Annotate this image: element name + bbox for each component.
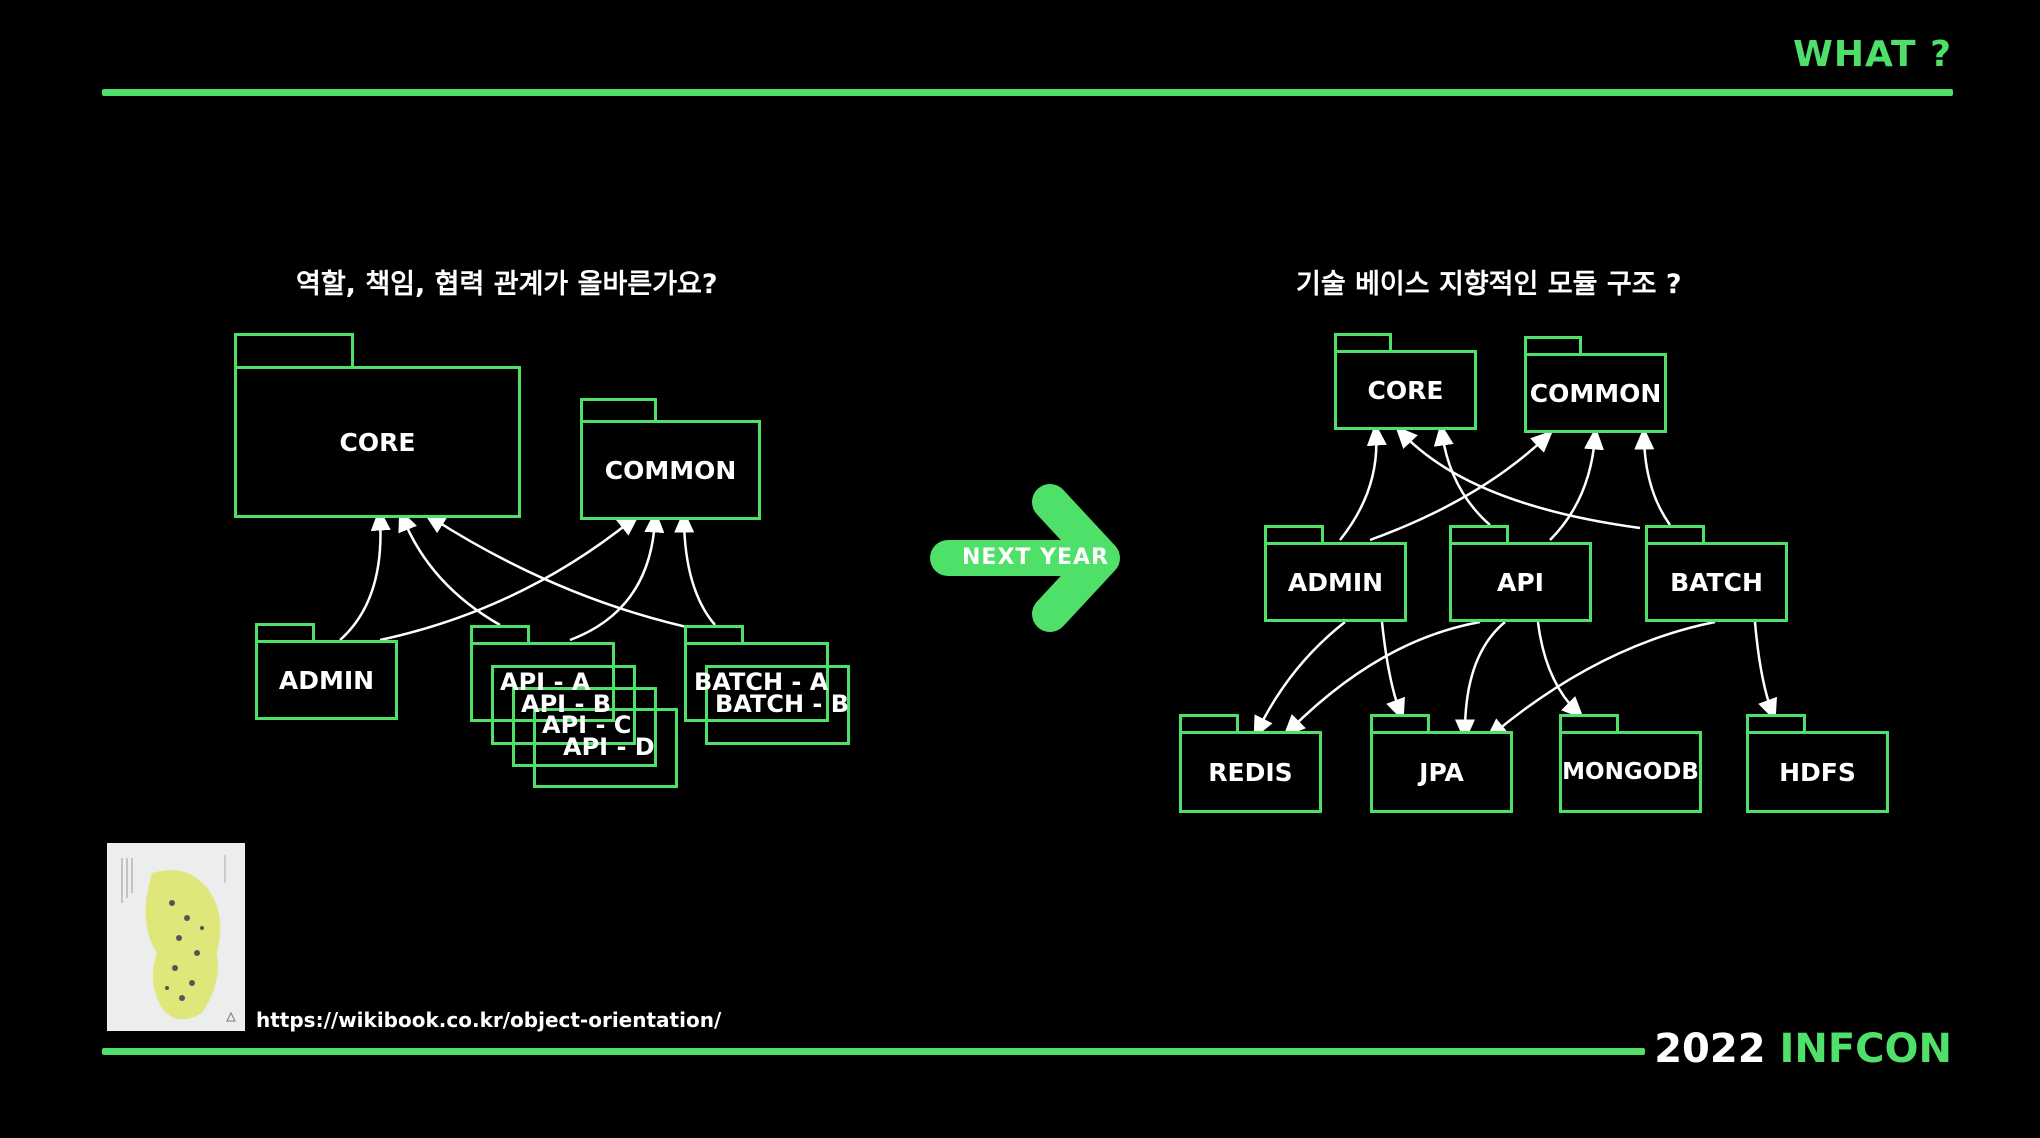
arrow-api-common [569, 510, 665, 642]
api-b-package [491, 665, 636, 745]
arrow-rbatch-jpa [1485, 620, 1716, 741]
next-year-arrow [930, 484, 1120, 632]
api-a-label: API - A [500, 668, 591, 696]
arrow-rapi-common [1549, 427, 1604, 541]
arrow-rbatch-common [1634, 427, 1672, 526]
r-redis-package-label: REDIS [1208, 757, 1293, 787]
common-package-label: COMMON [604, 455, 737, 485]
r-admin-package: ADMIN [1264, 542, 1407, 622]
r-hdfs-package-tab [1746, 714, 1806, 734]
r-admin-package-label: ADMIN [1287, 567, 1384, 597]
admin-package: ADMIN [255, 640, 398, 720]
arrow-rapi-core [1433, 423, 1491, 526]
arrow-rapi-mongodb [1536, 621, 1585, 720]
arrow-rapi-redis [1282, 620, 1481, 738]
r-mongodb-package-label: MONGODB [1562, 759, 1699, 785]
r-common-package-tab [1524, 336, 1582, 356]
r-redis-package: REDIS [1179, 731, 1322, 813]
arrow-radmin-core [1339, 423, 1387, 541]
r-common-package: COMMON [1524, 353, 1667, 433]
batch-stack-tab [684, 625, 744, 645]
r-hdfs-package-label: HDFS [1779, 757, 1856, 787]
next-year-label: NEXT YEAR [962, 545, 1109, 570]
r-jpa-package-label: JPA [1419, 757, 1464, 787]
r-api-package-label: API [1497, 567, 1544, 597]
core-package-label: CORE [339, 427, 416, 457]
r-batch-package: BATCH [1645, 542, 1788, 622]
footer-year: 2022 [1654, 1026, 1766, 1072]
arrow-radmin-jpa [1380, 621, 1405, 722]
r-api-package: API [1449, 542, 1592, 622]
arrow-batch-core [423, 512, 701, 632]
arrow-admin-core [339, 508, 391, 641]
r-redis-package-tab [1179, 714, 1239, 734]
r-api-package-tab [1449, 525, 1509, 545]
r-common-package-label: COMMON [1529, 378, 1662, 408]
api-stack-tab [470, 625, 530, 645]
batch-b-label: BATCH - B [715, 690, 850, 718]
arrow-api-core [398, 508, 501, 627]
r-jpa-package: JPA [1370, 731, 1513, 813]
r-hdfs-package: HDFS [1746, 731, 1889, 813]
book-illustration [107, 843, 245, 1031]
core-package: CORE [234, 366, 521, 518]
api-b-label: API - B [521, 690, 612, 718]
arrow-radmin-redis [1253, 621, 1346, 739]
arrow-rbatch-core [1395, 425, 1641, 530]
arrow-rapi-jpa [1455, 621, 1506, 742]
admin-package-label: ADMIN [278, 665, 375, 695]
r-core-package: CORE [1334, 350, 1477, 430]
top-rule [102, 89, 1953, 96]
batch-a-label: BATCH - A [694, 668, 829, 696]
footer-logo: 2022 INFCON [1654, 1026, 1952, 1072]
common-package-tab [580, 398, 657, 423]
left-caption: 역할, 책임, 협력 관계가 올바른가요? [296, 269, 718, 300]
book-cover-image [107, 843, 245, 1031]
api-d-package [533, 708, 678, 788]
api-c-package [512, 687, 657, 767]
api-c-label: API - C [542, 711, 632, 739]
r-batch-package-tab [1645, 525, 1705, 545]
bottom-rule [102, 1048, 1645, 1055]
r-admin-package-tab [1264, 525, 1324, 545]
arrow-batch-common [674, 510, 716, 626]
footer-brand: INFCON [1779, 1026, 1952, 1072]
arrow-admin-common [379, 513, 640, 642]
core-package-tab [234, 333, 354, 369]
right-caption: 기술 베이스 지향적인 모듈 구조 ? [1296, 269, 1682, 300]
batch-a-package [684, 642, 829, 722]
r-mongodb-package: MONGODB [1559, 731, 1702, 813]
r-mongodb-package-tab [1559, 714, 1619, 734]
common-package: COMMON [580, 420, 761, 520]
arrow-rbatch-hdfs [1753, 621, 1777, 722]
batch-b-package [705, 665, 850, 745]
arrow-radmin-common [1369, 430, 1554, 542]
admin-package-tab [255, 623, 315, 643]
r-jpa-package-tab [1370, 714, 1430, 734]
r-batch-package-label: BATCH [1670, 567, 1763, 597]
api-d-label: API - D [563, 733, 655, 761]
r-core-package-label: CORE [1367, 375, 1444, 405]
api-a-package [470, 642, 615, 722]
slide-section-label: WHAT ? [1793, 34, 1952, 75]
reference-link[interactable]: https://wikibook.co.kr/object-orientatio… [256, 1008, 722, 1032]
r-core-package-tab [1334, 333, 1392, 353]
